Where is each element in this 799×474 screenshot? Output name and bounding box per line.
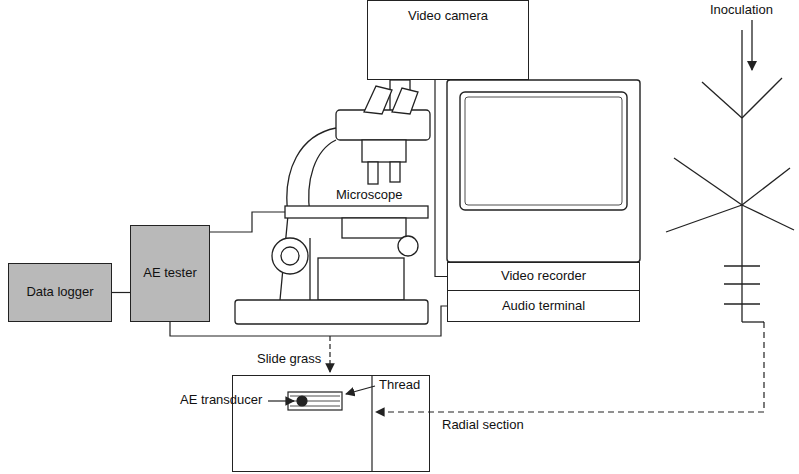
microscope-drawing [235,80,430,324]
part-label: AE transducer [178,393,264,408]
tester-box: AE tester [130,225,210,322]
view-arrow [329,336,330,372]
signal-wire [112,292,130,293]
stage-wire [210,212,285,232]
recorder-box: Video recorder [447,262,640,291]
logger-box: Data logger [8,263,112,322]
monitor-drawing [447,80,640,262]
signal-wire [435,80,447,277]
part-label: Microscope [334,188,404,203]
box-text: Video recorder [501,269,586,284]
camera-box: Video camera [367,0,529,80]
part-label: Inoculation [708,3,775,18]
slide-drawing [268,322,764,472]
box-text: AE tester [143,266,196,281]
audio-box: Audio terminal [447,290,640,322]
box-text: Audio terminal [502,299,585,314]
part-label: Thread [377,378,422,393]
box-text: Slide grass [257,352,321,367]
tree-drawing [666,20,794,322]
part-label: Radial section [440,418,526,433]
box-text: Video camera [408,9,488,24]
box-text: Data logger [26,285,93,300]
signal-wire [170,306,447,336]
